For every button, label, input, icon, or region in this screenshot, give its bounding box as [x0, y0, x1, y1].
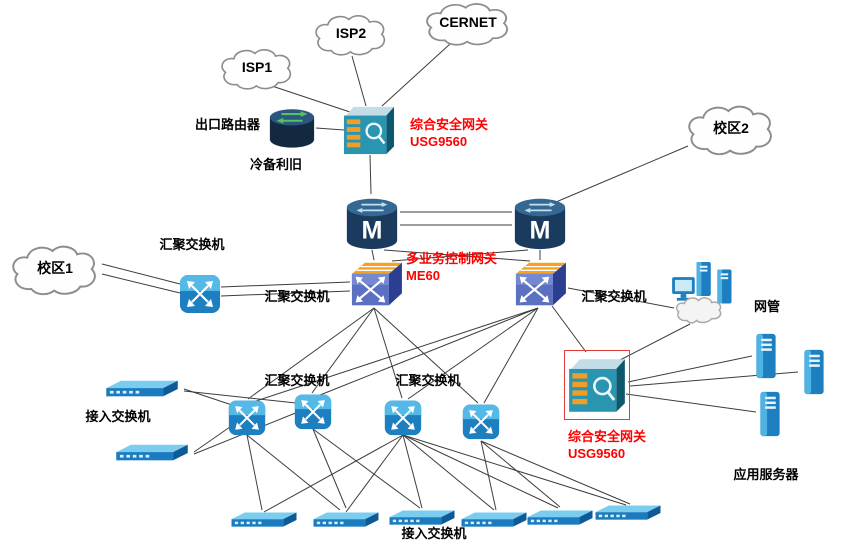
- aggregation-switch-label-3: 汇聚交换机: [581, 289, 647, 304]
- cloud-isp1-label: ISP1: [241, 59, 273, 75]
- exit-router: [266, 102, 318, 152]
- core-router-right: [510, 193, 570, 251]
- access-switch-left-2: [110, 442, 194, 464]
- cloud-campus1-label: 校区1: [37, 260, 73, 276]
- rack-switch-icon: [389, 510, 455, 525]
- access-switch-bottom-5: [522, 508, 598, 528]
- security-gateway-bottom-label: 综合安全网关 USG9560: [568, 428, 646, 462]
- switch-icon: [383, 399, 423, 437]
- rack-switch-icon: [595, 505, 661, 520]
- access-switch-bottom-1: [226, 510, 302, 530]
- application-server-2: [799, 348, 829, 398]
- server-tower-icon: [756, 333, 776, 379]
- application-server-label: 应用服务器: [733, 467, 799, 482]
- aggregation-switch-2: [293, 391, 333, 431]
- network-management-label: 网管: [754, 299, 781, 314]
- firewall-icon: [342, 105, 396, 156]
- access-switch-label-left: 接入交换机: [85, 409, 151, 424]
- security-gateway-model: USG9560: [568, 446, 626, 461]
- aggregation-switch-3: [383, 397, 423, 437]
- aggregation-switch-label-2: 汇聚交换机: [264, 289, 330, 304]
- access-switch-left-1: [100, 378, 184, 400]
- cloud-isp2-label: ISP2: [335, 25, 367, 41]
- server-tower-icon: [804, 349, 824, 395]
- rack-switch-icon: [116, 444, 188, 461]
- application-server-1: [751, 332, 781, 382]
- cloud-campus2-label: 校区2: [713, 120, 749, 136]
- switch-icon: [293, 393, 333, 431]
- me60-switch-icon: [514, 261, 568, 307]
- rack-switch-icon: [106, 380, 178, 397]
- security-gateway-name: 综合安全网关: [568, 429, 647, 444]
- core-router-left: [342, 193, 402, 251]
- cloud-isp1: ISP1: [216, 46, 298, 92]
- access-switch-bottom-3: [384, 508, 460, 528]
- cloud-isp2: ISP2: [310, 12, 392, 58]
- service-gateway-left: [348, 259, 404, 309]
- firewall-icon: [567, 357, 627, 414]
- access-switch-label-bottom: 接入交换机: [401, 526, 467, 541]
- security-gateway-model: USG9560: [410, 134, 468, 149]
- service-gateway-name: 多业务控制网关: [406, 251, 498, 266]
- rack-switch-icon: [231, 512, 297, 527]
- cloud-cernet-label: CERNET: [439, 14, 497, 30]
- access-switch-bottom-2: [308, 510, 384, 530]
- switch-icon: [227, 399, 267, 437]
- security-gateway-top: [342, 104, 396, 156]
- switch-icon: [461, 403, 501, 441]
- rack-switch-icon: [313, 512, 379, 527]
- server-tower-icon: [760, 391, 780, 437]
- service-gateway-right: [512, 259, 568, 309]
- aggregation-switch-label-5: 汇聚交换机: [395, 373, 461, 388]
- aggregation-switch-label-1: 汇聚交换机: [159, 237, 225, 252]
- management-computers-icon: [672, 262, 732, 324]
- access-switch-bottom-6: [590, 503, 666, 523]
- security-gateway-bottom: [564, 350, 630, 420]
- service-gateway-model: ME60: [406, 268, 440, 283]
- router-icon: [268, 108, 316, 149]
- rack-switch-icon: [527, 510, 593, 525]
- switch-icon: [178, 273, 222, 315]
- cloud-cernet: CERNET: [420, 0, 516, 48]
- aggregation-switch-campus1: [178, 271, 222, 315]
- aggregation-switch-4: [461, 401, 501, 441]
- me60-switch-icon: [350, 261, 404, 307]
- aggregation-switch-label-4: 汇聚交换机: [264, 373, 330, 388]
- exit-router-label: 出口路由器: [194, 117, 260, 132]
- network-management-group: [670, 262, 744, 328]
- router-m-icon: [345, 197, 399, 250]
- cloud-campus1: 校区1: [6, 242, 104, 298]
- cold-backup-label: 冷备利旧: [249, 157, 302, 172]
- aggregation-switch-1: [227, 397, 267, 437]
- cloud-campus2: 校区2: [682, 102, 780, 158]
- application-server-3: [755, 390, 785, 440]
- security-gateway-top-label: 综合安全网关 USG9560: [410, 116, 488, 150]
- security-gateway-name: 综合安全网关: [410, 117, 489, 132]
- router-m-icon: [513, 197, 567, 250]
- service-gateway-label: 多业务控制网关 ME60: [406, 250, 497, 284]
